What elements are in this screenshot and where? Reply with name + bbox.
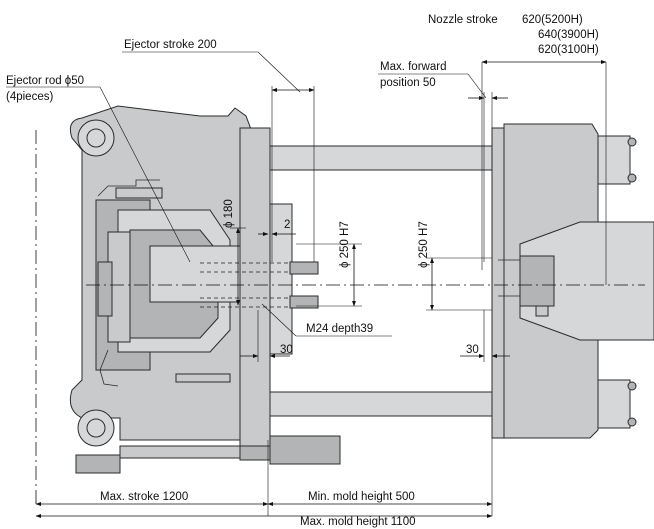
ejector-rods: [200, 261, 319, 309]
fixed-platen: [491, 123, 654, 439]
dim-dia-250-left: ϕ 250 H7: [296, 221, 362, 307]
ejector-rod-count: (4pieces): [6, 91, 53, 103]
dim-30-left: 30: [240, 310, 293, 362]
cylinder-block-lower: [597, 379, 631, 429]
dia-250-left-label: ϕ 250 H7: [339, 221, 351, 268]
callout-m24: M24 depth39: [261, 303, 392, 337]
dim-max-forward: Max. forward position 50: [378, 61, 508, 262]
ejector-stroke-label: Ejector stroke 200: [124, 39, 217, 51]
base-foot-left: [75, 454, 121, 474]
cylinder-block-upper: [597, 135, 631, 185]
dim-2-label: 2: [284, 219, 290, 231]
min-mold-height-label: Min. mold height 500: [308, 491, 415, 503]
max-forward-line1: Max. forward: [380, 61, 446, 73]
tie-bar-lower: [267, 391, 501, 417]
dia-180-label: ϕ 180: [223, 199, 235, 228]
m24-label: M24 depth39: [306, 323, 373, 335]
dim-bottom: Max. stroke 1200 Min. mold height 500 Ma…: [35, 438, 493, 528]
nozzle-stroke-value-3: 620(3100H): [538, 44, 599, 56]
dim-dia-180: ϕ 180: [223, 199, 246, 306]
dim-2: 2: [258, 219, 296, 236]
base-foot-center: [269, 435, 341, 465]
max-forward-line2: position 50: [380, 77, 436, 89]
ejector-rod-label: Ejector rod ϕ50: [6, 75, 84, 87]
dim-30-left-label: 30: [280, 344, 293, 356]
tie-bar-upper: [267, 145, 501, 171]
nozzle-stroke-label: Nozzle stroke: [428, 14, 498, 26]
dim-30-right-label: 30: [466, 344, 479, 356]
max-mold-height-label: Max. mold height 1100: [300, 516, 416, 528]
rear-platen: [69, 105, 269, 474]
ejector-cylinder: [149, 245, 241, 303]
nozzle-stroke-value-2: 640(3900H): [538, 29, 599, 41]
injection-unit: [519, 221, 654, 341]
dim-30-right: 30: [460, 310, 510, 362]
movable-platen: [239, 127, 341, 465]
tie-bars: [267, 145, 501, 417]
nozzle-housing: [519, 255, 555, 307]
ejector-rod-callout: Ejector rod ϕ50 (4pieces): [6, 75, 191, 263]
dia-250-right-label: ϕ 250 H7: [418, 221, 430, 268]
nozzle-stroke-value-1: 620(5200H): [522, 14, 583, 26]
max-stroke-label: Max. stroke 1200: [100, 491, 188, 503]
dim-dia-250-right: ϕ 250 H7: [418, 221, 492, 311]
